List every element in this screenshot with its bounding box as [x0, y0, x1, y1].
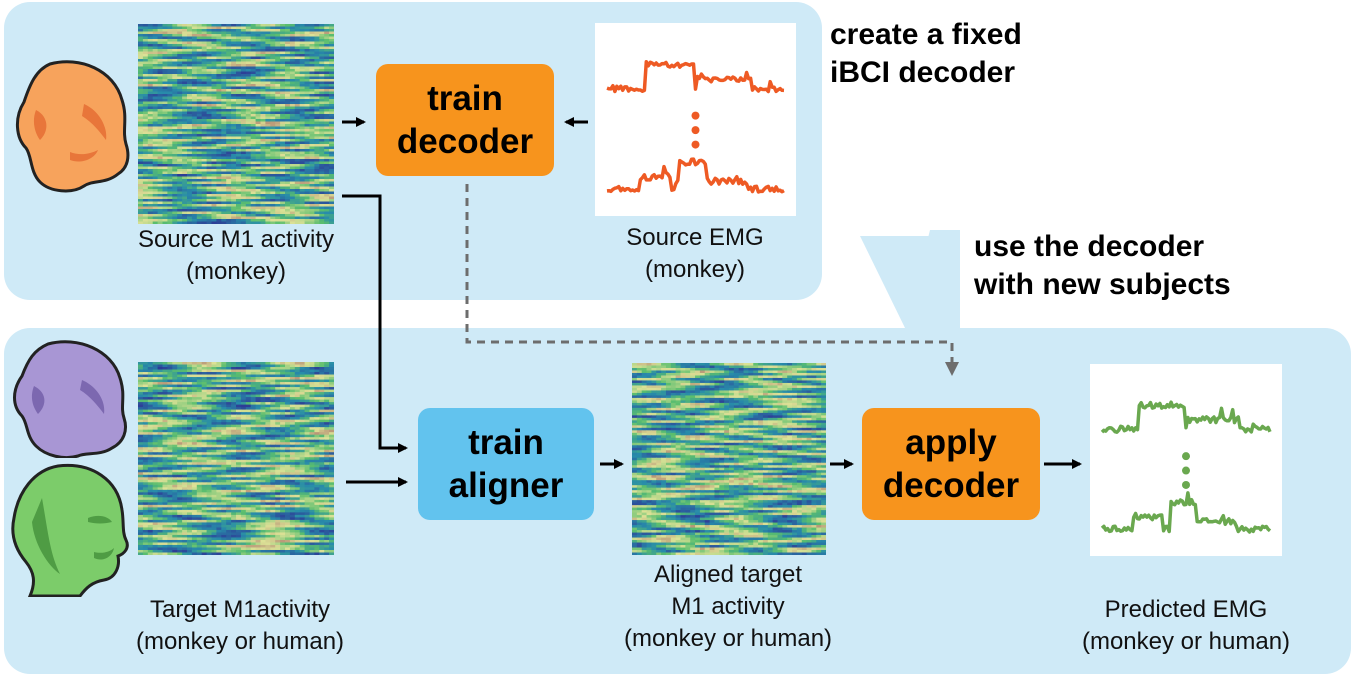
fixed-decoder-note: create a fixed iBCI decoder	[830, 18, 1022, 89]
apply-decoder-label: apply decoder	[882, 423, 1020, 505]
source-emg-plot	[595, 23, 796, 216]
train-decoder-box: train decoder	[376, 64, 554, 176]
human-head-icon	[11, 463, 129, 597]
new-subjects-note: use the decoder with new subjects	[974, 230, 1231, 301]
predicted-emg-plot	[1090, 364, 1282, 556]
source-m1-heatmap	[138, 24, 334, 224]
train-aligner-label: train aligner	[448, 423, 564, 505]
apply-decoder-box: apply decoder	[862, 408, 1040, 520]
target-m1-heatmap	[138, 362, 334, 555]
aligned-m1-label: Aligned target M1 activity (monkey or hu…	[623, 561, 833, 652]
train-aligner-box: train aligner	[418, 408, 594, 520]
predicted-emg-label: Predicted EMG (monkey or human)	[1081, 596, 1291, 655]
source-emg-label: Source EMG (monkey)	[626, 224, 764, 283]
aligned-m1-heatmap	[632, 363, 826, 555]
source-m1-label: Source M1 activity (monkey)	[137, 226, 335, 285]
target-m1-label: Target M1activity (monkey or human)	[135, 596, 345, 655]
monkey-head-icon	[16, 60, 130, 193]
monkey-head-icon	[13, 340, 127, 458]
train-decoder-label: train decoder	[396, 79, 534, 161]
